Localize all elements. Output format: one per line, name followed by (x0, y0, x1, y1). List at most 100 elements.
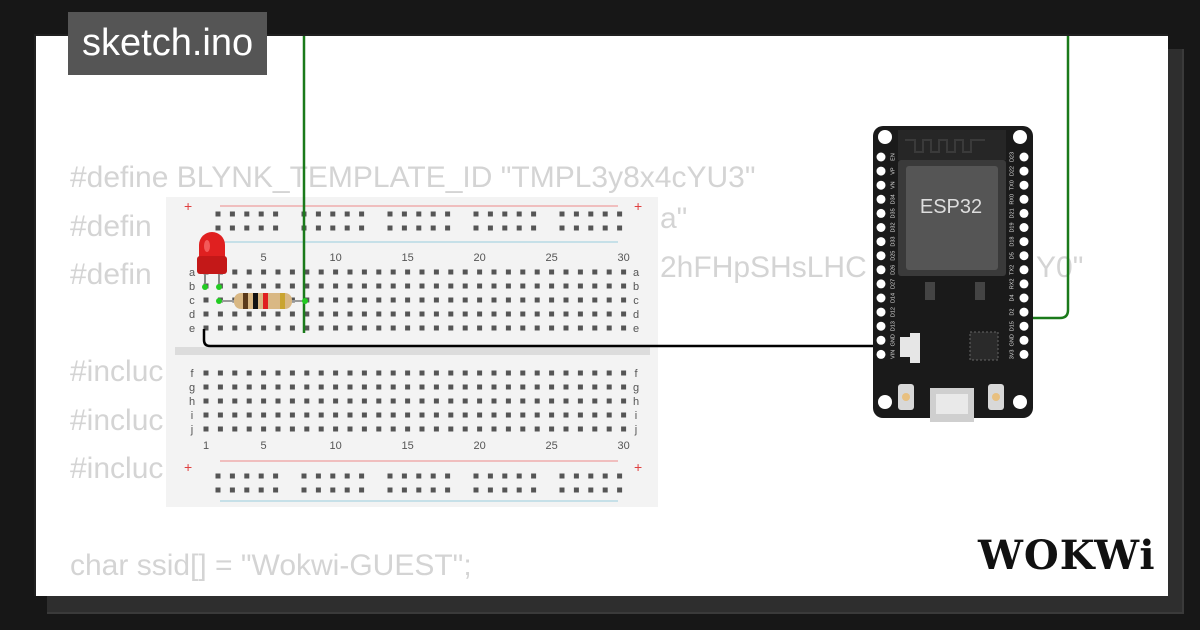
breadboard-hole[interactable] (491, 412, 497, 418)
breadboard-hole[interactable] (258, 487, 264, 493)
breadboard-hole[interactable] (217, 370, 223, 376)
breadboard-hole[interactable] (261, 283, 267, 289)
breadboard-hole[interactable] (621, 384, 627, 390)
sketch-title-tab[interactable]: sketch.ino (68, 12, 268, 75)
breadboard-hole[interactable] (347, 384, 353, 390)
breadboard-hole[interactable] (433, 398, 439, 404)
breadboard-hole[interactable] (606, 426, 612, 432)
breadboard-hole[interactable] (333, 370, 339, 376)
breadboard-hole[interactable] (246, 412, 252, 418)
breadboard-hole[interactable] (344, 225, 350, 231)
breadboard-hole[interactable] (318, 370, 324, 376)
breadboard-hole[interactable] (416, 473, 422, 479)
breadboard-hole[interactable] (405, 412, 411, 418)
breadboard-hole[interactable] (361, 283, 367, 289)
breadboard-hole[interactable] (229, 473, 235, 479)
breadboard-hole[interactable] (215, 211, 221, 217)
esp32-pin[interactable] (1019, 223, 1029, 232)
breadboard-hole[interactable] (516, 473, 522, 479)
wire-black[interactable] (202, 329, 883, 348)
breadboard-hole[interactable] (491, 426, 497, 432)
breadboard-hole[interactable] (588, 473, 594, 479)
breadboard-hole[interactable] (304, 398, 310, 404)
breadboard-hole[interactable] (289, 412, 295, 418)
breadboard-hole[interactable] (505, 398, 511, 404)
breadboard-hole[interactable] (606, 370, 612, 376)
breadboard-hole[interactable] (462, 297, 468, 303)
breadboard-hole[interactable] (462, 311, 468, 317)
breadboard-hole[interactable] (261, 311, 267, 317)
breadboard-hole[interactable] (217, 325, 223, 331)
breadboard-hole[interactable] (261, 412, 267, 418)
breadboard-hole[interactable] (416, 487, 422, 493)
breadboard-hole[interactable] (505, 412, 511, 418)
breadboard-hole[interactable] (344, 473, 350, 479)
breadboard-hole[interactable] (502, 473, 508, 479)
breadboard-hole[interactable] (217, 398, 223, 404)
breadboard-hole[interactable] (563, 283, 569, 289)
breadboard-hole[interactable] (289, 398, 295, 404)
breadboard-hole[interactable] (246, 269, 252, 275)
breadboard-hole[interactable] (416, 211, 422, 217)
breadboard-hole[interactable] (473, 487, 479, 493)
breadboard-hole[interactable] (215, 225, 221, 231)
breadboard-hole[interactable] (606, 398, 612, 404)
breadboard-hole[interactable] (534, 370, 540, 376)
breadboard-hole[interactable] (573, 225, 579, 231)
breadboard-hole[interactable] (606, 325, 612, 331)
breadboard-hole[interactable] (592, 325, 598, 331)
breadboard-hole[interactable] (477, 297, 483, 303)
breadboard-hole[interactable] (491, 384, 497, 390)
esp32-pin[interactable] (1019, 321, 1029, 331)
breadboard-hole[interactable] (462, 325, 468, 331)
esp32-pin[interactable] (1019, 307, 1029, 317)
breadboard-hole[interactable] (333, 412, 339, 418)
esp32-pin[interactable] (876, 237, 886, 247)
breadboard-hole[interactable] (491, 297, 497, 303)
breadboard-hole[interactable] (433, 311, 439, 317)
breadboard-hole[interactable] (487, 225, 493, 231)
breadboard-hole[interactable] (232, 370, 238, 376)
breadboard-hole[interactable] (232, 384, 238, 390)
breadboard-hole[interactable] (376, 283, 382, 289)
breadboard-hole[interactable] (318, 297, 324, 303)
esp32-pin[interactable] (1019, 265, 1029, 275)
breadboard-hole[interactable] (477, 384, 483, 390)
breadboard-hole[interactable] (318, 269, 324, 275)
breadboard-hole[interactable] (289, 370, 295, 376)
breadboard-hole[interactable] (617, 211, 623, 217)
breadboard-hole[interactable] (261, 398, 267, 404)
breadboard-hole[interactable] (376, 311, 382, 317)
breadboard-hole[interactable] (487, 211, 493, 217)
breadboard-hole[interactable] (588, 225, 594, 231)
breadboard-hole[interactable] (203, 325, 209, 331)
breadboard-hole[interactable] (592, 412, 598, 418)
breadboard-hole[interactable] (502, 211, 508, 217)
esp32-pin[interactable] (1019, 237, 1029, 247)
breadboard-hole[interactable] (289, 426, 295, 432)
breadboard-hole[interactable] (318, 426, 324, 432)
breadboard-hole[interactable] (448, 311, 454, 317)
breadboard-hole[interactable] (304, 370, 310, 376)
breadboard-hole[interactable] (390, 426, 396, 432)
esp32-pin[interactable] (876, 180, 886, 190)
breadboard-hole[interactable] (387, 211, 393, 217)
breadboard-hole[interactable] (405, 384, 411, 390)
breadboard-hole[interactable] (203, 297, 209, 303)
breadboard-hole[interactable] (203, 384, 209, 390)
breadboard-hole[interactable] (559, 487, 565, 493)
breadboard-hole[interactable] (289, 384, 295, 390)
breadboard-hole[interactable] (563, 398, 569, 404)
breadboard-hole[interactable] (347, 269, 353, 275)
breadboard-hole[interactable] (315, 225, 321, 231)
breadboard-hole[interactable] (445, 211, 451, 217)
esp32-pin[interactable] (1019, 251, 1029, 261)
breadboard-hole[interactable] (433, 384, 439, 390)
breadboard-hole[interactable] (387, 473, 393, 479)
breadboard-hole[interactable] (477, 412, 483, 418)
breadboard-hole[interactable] (563, 297, 569, 303)
breadboard-hole[interactable] (359, 225, 365, 231)
breadboard-hole[interactable] (361, 412, 367, 418)
breadboard-hole[interactable] (531, 211, 537, 217)
